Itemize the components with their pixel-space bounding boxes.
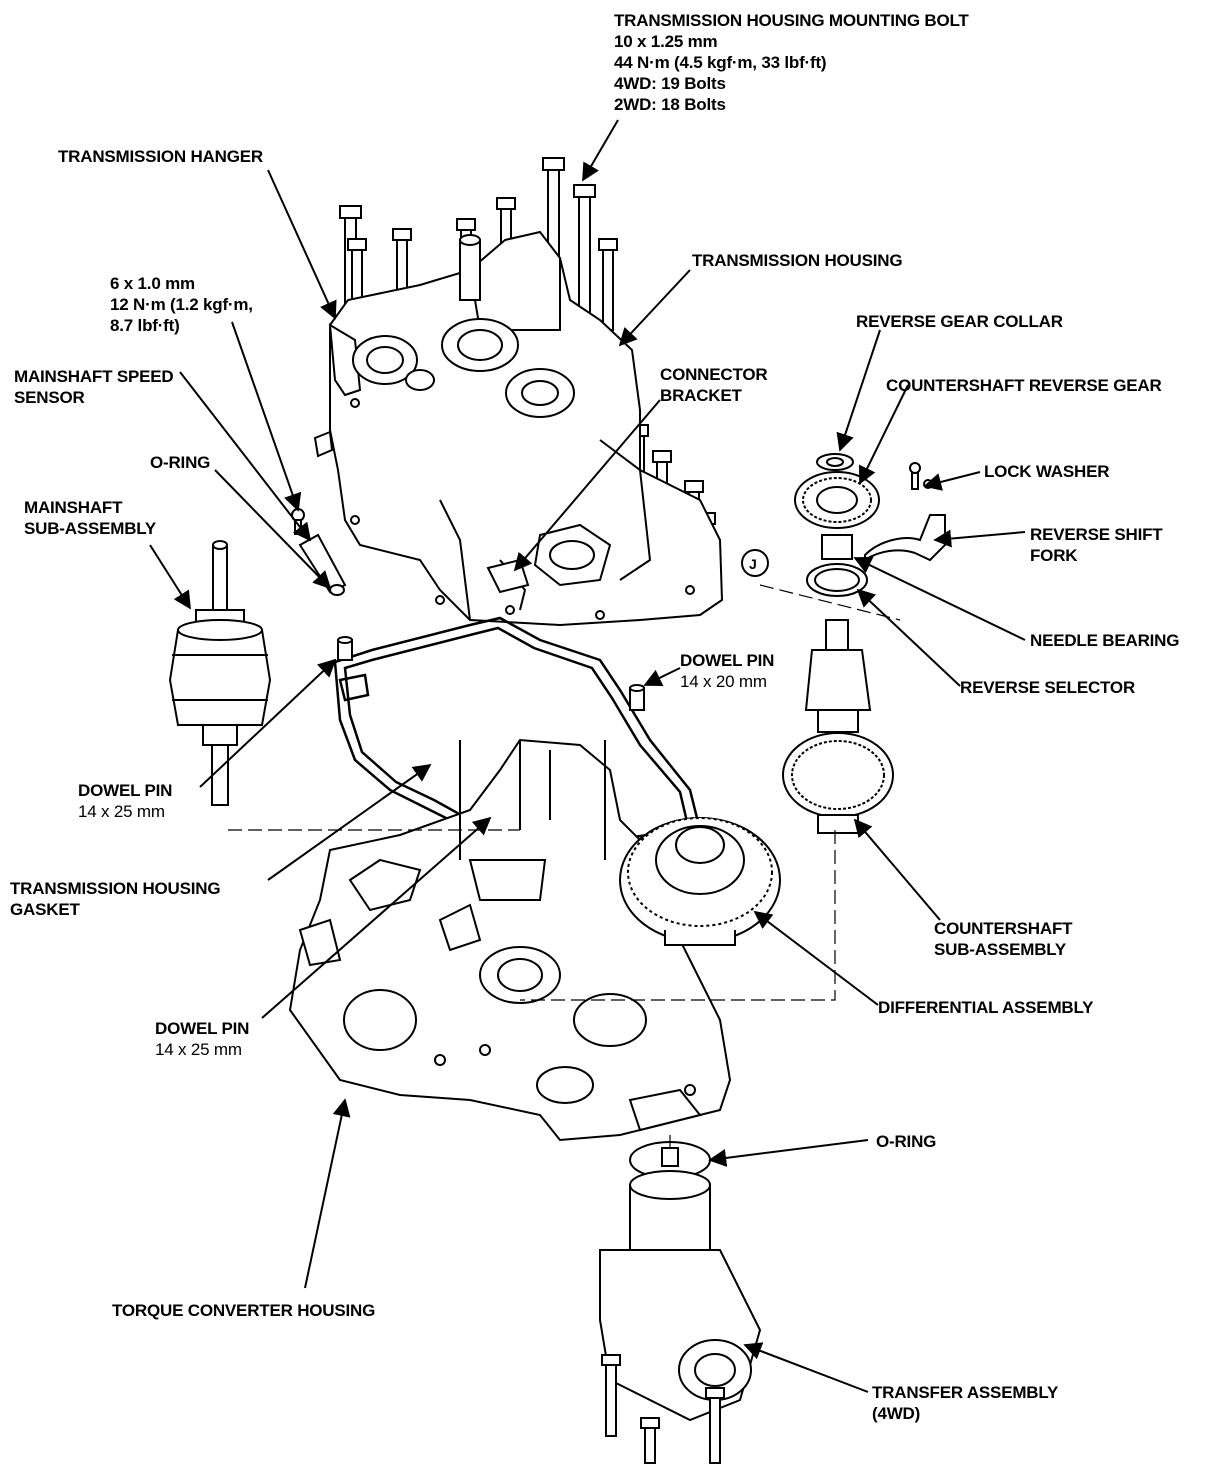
label-mounting-bolt: TRANSMISSION HOUSING MOUNTING BOLT 10 x …	[614, 10, 969, 115]
reverse-selector-text: REVERSE SELECTOR	[960, 678, 1136, 697]
mounting-bolt-size: 10 x 1.25 mm	[614, 32, 718, 51]
dowel-pin-center-size: 14 x 25 mm	[155, 1040, 242, 1059]
label-torque-converter-housing: TORQUE CONVERTER HOUSING	[112, 1300, 375, 1321]
label-small-bolt-spec: 6 x 1.0 mm 12 N·m (1.2 kgf·m, 8.7 lbf·ft…	[110, 273, 253, 336]
torque-converter-housing-part	[288, 738, 732, 1142]
label-mainshaft-speed-sensor: MAINSHAFT SPEED SENSOR	[14, 366, 174, 408]
label-connector-bracket: CONNECTOR BRACKET	[660, 364, 768, 406]
mounting-bolt-2wd: 2WD: 18 Bolts	[614, 95, 726, 114]
dowel-pin-upper-size: 14 x 20 mm	[680, 672, 767, 691]
mainshaft-speed-sensor-line2: SENSOR	[14, 388, 85, 407]
reverse-gear-collar-text: REVERSE GEAR COLLAR	[856, 312, 1063, 331]
differential-assembly-text: DIFFERENTIAL ASSEMBLY	[878, 998, 1094, 1017]
needle-bearing-text: NEEDLE BEARING	[1030, 631, 1180, 650]
svg-text:J: J	[749, 556, 757, 572]
label-dowel-pin-left: DOWEL PIN 14 x 25 mm	[78, 780, 172, 822]
label-reverse-shift-fork: REVERSE SHIFT FORK	[1030, 524, 1163, 566]
countershaft-parts: J	[741, 453, 894, 834]
differential-assembly-part	[619, 817, 781, 946]
reverse-shift-fork-line2: FORK	[1030, 546, 1078, 565]
o-ring-lower-text: O-RING	[876, 1132, 937, 1151]
gasket-line1: TRANSMISSION HOUSING	[10, 879, 221, 898]
mainshaft-speed-sensor-part	[291, 508, 347, 596]
label-reverse-selector: REVERSE SELECTOR	[960, 677, 1135, 698]
mainshaft-speed-sensor-line1: MAINSHAFT SPEED	[14, 367, 174, 386]
small-bolt-torque-1: 12 N·m (1.2 kgf·m,	[110, 295, 253, 314]
dowel-pin-center-name: DOWEL PIN	[155, 1019, 250, 1038]
label-o-ring-lower: O-RING	[876, 1131, 936, 1152]
countershaft-sub-assembly-line2: SUB-ASSEMBLY	[934, 940, 1067, 959]
torque-converter-housing-text: TORQUE CONVERTER HOUSING	[112, 1301, 376, 1320]
small-bolt-torque-2: 8.7 lbf·ft)	[110, 316, 180, 335]
label-dowel-pin-center: DOWEL PIN 14 x 25 mm	[155, 1018, 249, 1060]
o-ring-upper-text: O-RING	[150, 453, 211, 472]
dowel-pin-upper-name: DOWEL PIN	[680, 651, 775, 670]
lock-washer-text: LOCK WASHER	[984, 462, 1110, 481]
mainshaft-sub-assembly-line1: MAINSHAFT	[24, 498, 123, 517]
mainshaft-sub-assembly-line2: SUB-ASSEMBLY	[24, 519, 157, 538]
mounting-bolt-torque: 44 N·m (4.5 kgf·m, 33 lbf·ft)	[614, 53, 827, 72]
alignment-lines	[228, 584, 901, 1150]
label-transmission-housing-gasket: TRANSMISSION HOUSING GASKET	[10, 878, 221, 920]
label-countershaft-reverse-gear: COUNTERSHAFT REVERSE GEAR	[886, 375, 1162, 396]
dowel-pin-left-name: DOWEL PIN	[78, 781, 173, 800]
transfer-assembly-line2: (4WD)	[872, 1404, 921, 1423]
mainshaft-sub-assembly-part	[168, 540, 272, 806]
label-transmission-housing: TRANSMISSION HOUSING	[692, 250, 903, 271]
transfer-assembly-line1: TRANSFER ASSEMBLY	[872, 1383, 1059, 1402]
label-mainshaft-sub-assembly: MAINSHAFT SUB-ASSEMBLY	[24, 497, 156, 539]
gasket-line2: GASKET	[10, 900, 80, 919]
label-dowel-pin-upper: DOWEL PIN 14 x 20 mm	[680, 650, 774, 692]
leader-lines	[149, 119, 1026, 1393]
label-lock-washer: LOCK WASHER	[984, 461, 1110, 482]
connector-bracket-line2: BRACKET	[660, 386, 742, 405]
label-needle-bearing: NEEDLE BEARING	[1030, 630, 1179, 651]
transmission-housing	[313, 230, 724, 627]
label-countershaft-sub-assembly: COUNTERSHAFT SUB-ASSEMBLY	[934, 918, 1073, 960]
mounting-bolt-title: TRANSMISSION HOUSING MOUNTING BOLT	[614, 11, 969, 30]
label-transfer-assembly: TRANSFER ASSEMBLY (4WD)	[872, 1382, 1058, 1424]
connector-bracket-line1: CONNECTOR	[660, 365, 768, 384]
countershaft-reverse-gear-text: COUNTERSHAFT REVERSE GEAR	[886, 376, 1162, 395]
reverse-shift-fork-part	[864, 462, 946, 562]
label-differential-assembly: DIFFERENTIAL ASSEMBLY	[878, 997, 1093, 1018]
label-o-ring-upper: O-RING	[150, 452, 210, 473]
small-bolt-size: 6 x 1.0 mm	[110, 274, 195, 293]
mounting-bolt-4wd: 4WD: 19 Bolts	[614, 74, 726, 93]
dowel-pin-left-size: 14 x 25 mm	[78, 802, 165, 821]
transmission-housing-text: TRANSMISSION HOUSING	[692, 251, 903, 270]
countershaft-sub-assembly-line1: COUNTERSHAFT	[934, 919, 1073, 938]
transmission-hanger-text: TRANSMISSION HANGER	[58, 147, 263, 166]
reverse-shift-fork-line1: REVERSE SHIFT	[1030, 525, 1163, 544]
label-transmission-hanger: TRANSMISSION HANGER	[58, 146, 263, 167]
label-reverse-gear-collar: REVERSE GEAR COLLAR	[856, 311, 1063, 332]
transfer-assembly-part	[599, 1141, 762, 1464]
